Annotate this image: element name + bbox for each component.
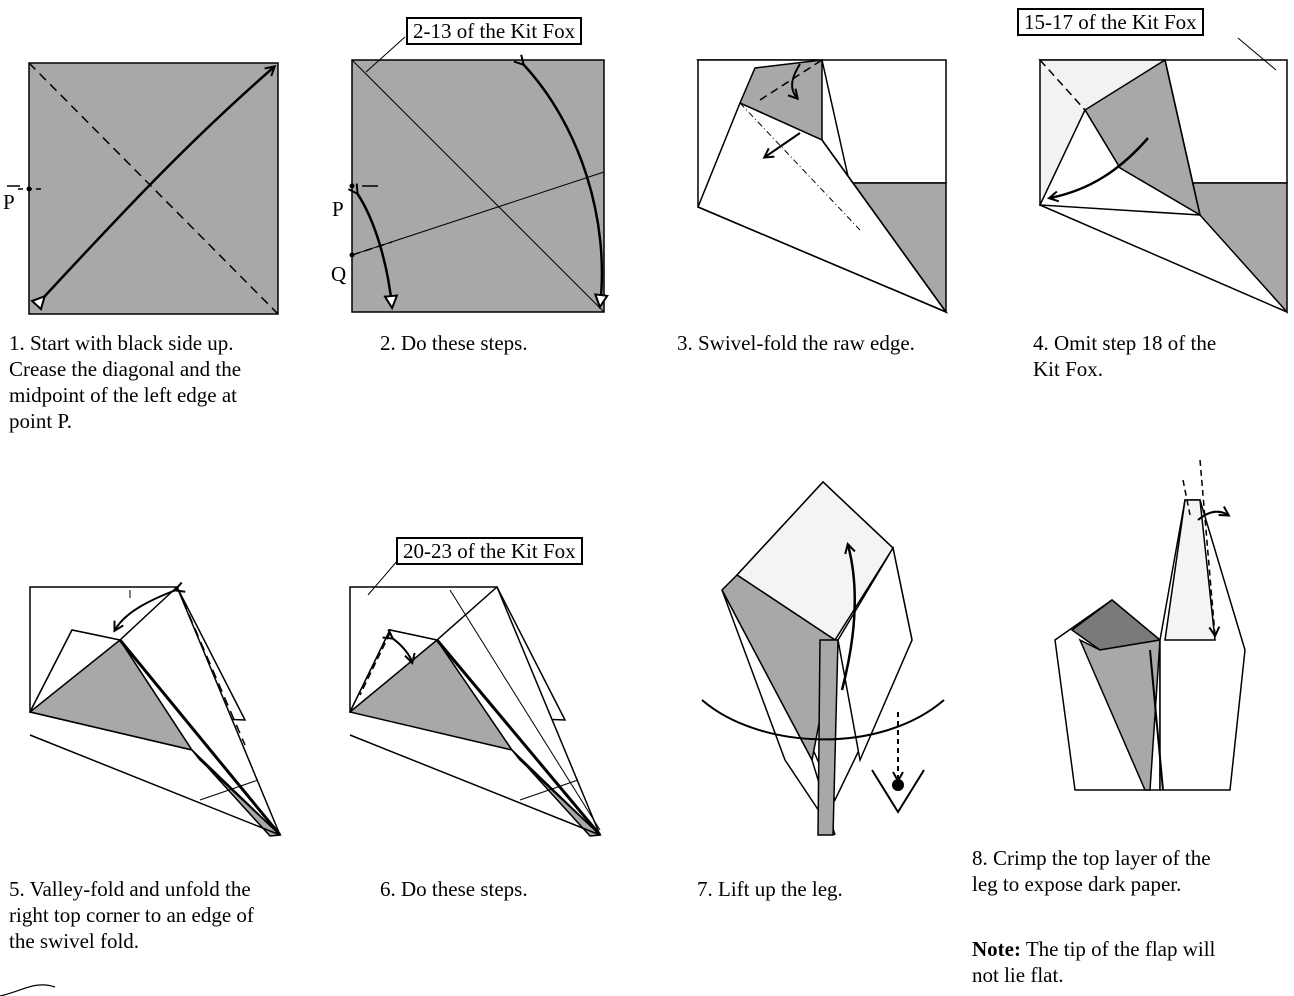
step-2-caption: 2. Do these steps. — [380, 331, 528, 355]
step-5-caption: 5. Valley-fold and unfold the right top … — [9, 877, 254, 953]
note-text: The tip of the flap will not lie flat. — [972, 937, 1216, 987]
step-4-diagram — [1038, 37, 1288, 314]
step-3-diagram — [696, 59, 949, 314]
step-7-caption: 7. Lift up the leg. — [697, 877, 843, 901]
note-label: Note: — [972, 937, 1021, 961]
step-2-diagram — [350, 36, 605, 313]
step-6-diagram — [348, 559, 602, 837]
point-p-label-step1: P — [3, 190, 15, 214]
step-5-diagram — [28, 587, 282, 837]
step-6-caption: 6. Do these steps. — [380, 877, 528, 901]
ref-box-step2: 2-13 of the Kit Fox — [406, 17, 583, 45]
ref-box-step6: 20-23 of the Kit Fox — [396, 537, 583, 565]
partial-diagram — [0, 984, 56, 996]
note-caption: Note: The tip of the flap will not lie f… — [972, 936, 1292, 988]
point-p-label-step2: P — [332, 197, 344, 221]
step-4-caption: 4. Omit step 18 of the Kit Fox. — [1033, 331, 1217, 381]
step-8-diagram — [1054, 459, 1246, 791]
step-1-diagram — [7, 62, 279, 315]
point-q-label-step2: Q — [331, 262, 347, 286]
step-1-caption: 1. Start with black side up. Crease the … — [9, 331, 242, 433]
ref-box-step4: 15-17 of the Kit Fox — [1017, 8, 1204, 36]
step-8-caption: 8. Crimp the top layer of the leg to exp… — [972, 846, 1211, 896]
step-3-caption: 3. Swivel-fold the raw edge. — [677, 331, 915, 355]
step-7-diagram — [701, 480, 945, 836]
